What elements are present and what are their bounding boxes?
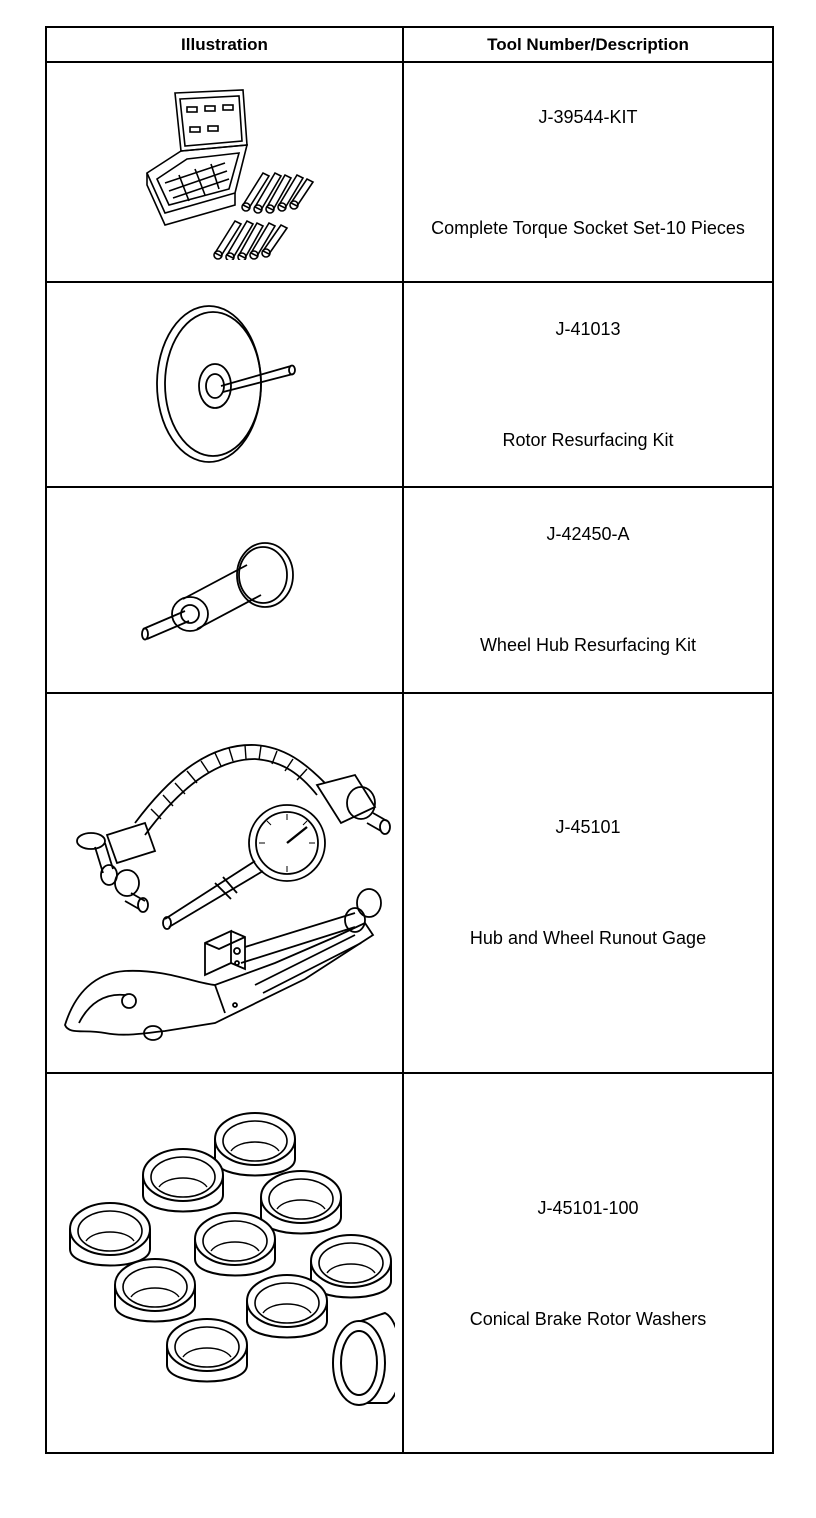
tool-description: Conical Brake Rotor Washers bbox=[469, 1308, 707, 1329]
header-row: Illustration Tool Number/Description bbox=[45, 25, 774, 64]
description-wrap: J-42450-A Wheel Hub Resurfacing Kit bbox=[404, 488, 772, 691]
illustration-cell bbox=[45, 280, 404, 489]
tool-description: Complete Torque Socket Set-10 Pieces bbox=[431, 217, 745, 238]
torque-socket-set-icon bbox=[145, 88, 314, 260]
description-cell: J-45101 Hub and Wheel Runout Gage bbox=[402, 691, 774, 1075]
description-cell: J-39544-KIT Complete Torque Socket Set-1… bbox=[402, 61, 774, 283]
tool-number: J-41013 bbox=[555, 318, 621, 339]
table-row: J-45101 Hub and Wheel Runout Gage bbox=[45, 691, 774, 1075]
table-row: J-41013 Rotor Resurfacing Kit bbox=[45, 280, 774, 489]
description-wrap: J-45101-100 Conical Brake Rotor Washers bbox=[404, 1074, 772, 1452]
illustration-cell bbox=[45, 61, 404, 283]
illustration-cell bbox=[45, 486, 404, 694]
tool-description: Wheel Hub Resurfacing Kit bbox=[479, 635, 697, 656]
table-row: J-45101-100 Conical Brake Rotor Washers bbox=[45, 1072, 774, 1454]
description-cell: J-42450-A Wheel Hub Resurfacing Kit bbox=[402, 486, 774, 694]
tool-description: Rotor Resurfacing Kit bbox=[502, 429, 674, 450]
runout-gage-icon bbox=[63, 744, 391, 1041]
header-illustration: Illustration bbox=[45, 25, 404, 64]
tool-description: Hub and Wheel Runout Gage bbox=[469, 928, 707, 949]
description-wrap: J-41013 Rotor Resurfacing Kit bbox=[404, 283, 772, 486]
rotor-resurfacing-kit-icon bbox=[155, 305, 296, 464]
conical-washers-icon bbox=[68, 1112, 395, 1407]
description-wrap: J-45101 Hub and Wheel Runout Gage bbox=[404, 694, 772, 1073]
illustration-cell bbox=[45, 1072, 404, 1454]
tool-number: J-45101-100 bbox=[537, 1197, 639, 1218]
tool-table: Illustration Tool Number/Description bbox=[45, 25, 774, 1454]
description-cell: J-41013 Rotor Resurfacing Kit bbox=[402, 280, 774, 489]
tool-number: J-42450-A bbox=[546, 524, 630, 545]
description-cell: J-45101-100 Conical Brake Rotor Washers bbox=[402, 1072, 774, 1454]
header-tool: Tool Number/Description bbox=[402, 25, 774, 64]
table-row: J-42450-A Wheel Hub Resurfacing Kit bbox=[45, 486, 774, 694]
illustration-cell bbox=[45, 691, 404, 1075]
wheel-hub-resurfacing-kit-icon bbox=[140, 542, 294, 641]
description-wrap: J-39544-KIT Complete Torque Socket Set-1… bbox=[404, 63, 772, 281]
tool-number: J-45101 bbox=[555, 817, 621, 838]
tool-number: J-39544-KIT bbox=[538, 106, 638, 127]
table-row: J-39544-KIT Complete Torque Socket Set-1… bbox=[45, 61, 774, 283]
